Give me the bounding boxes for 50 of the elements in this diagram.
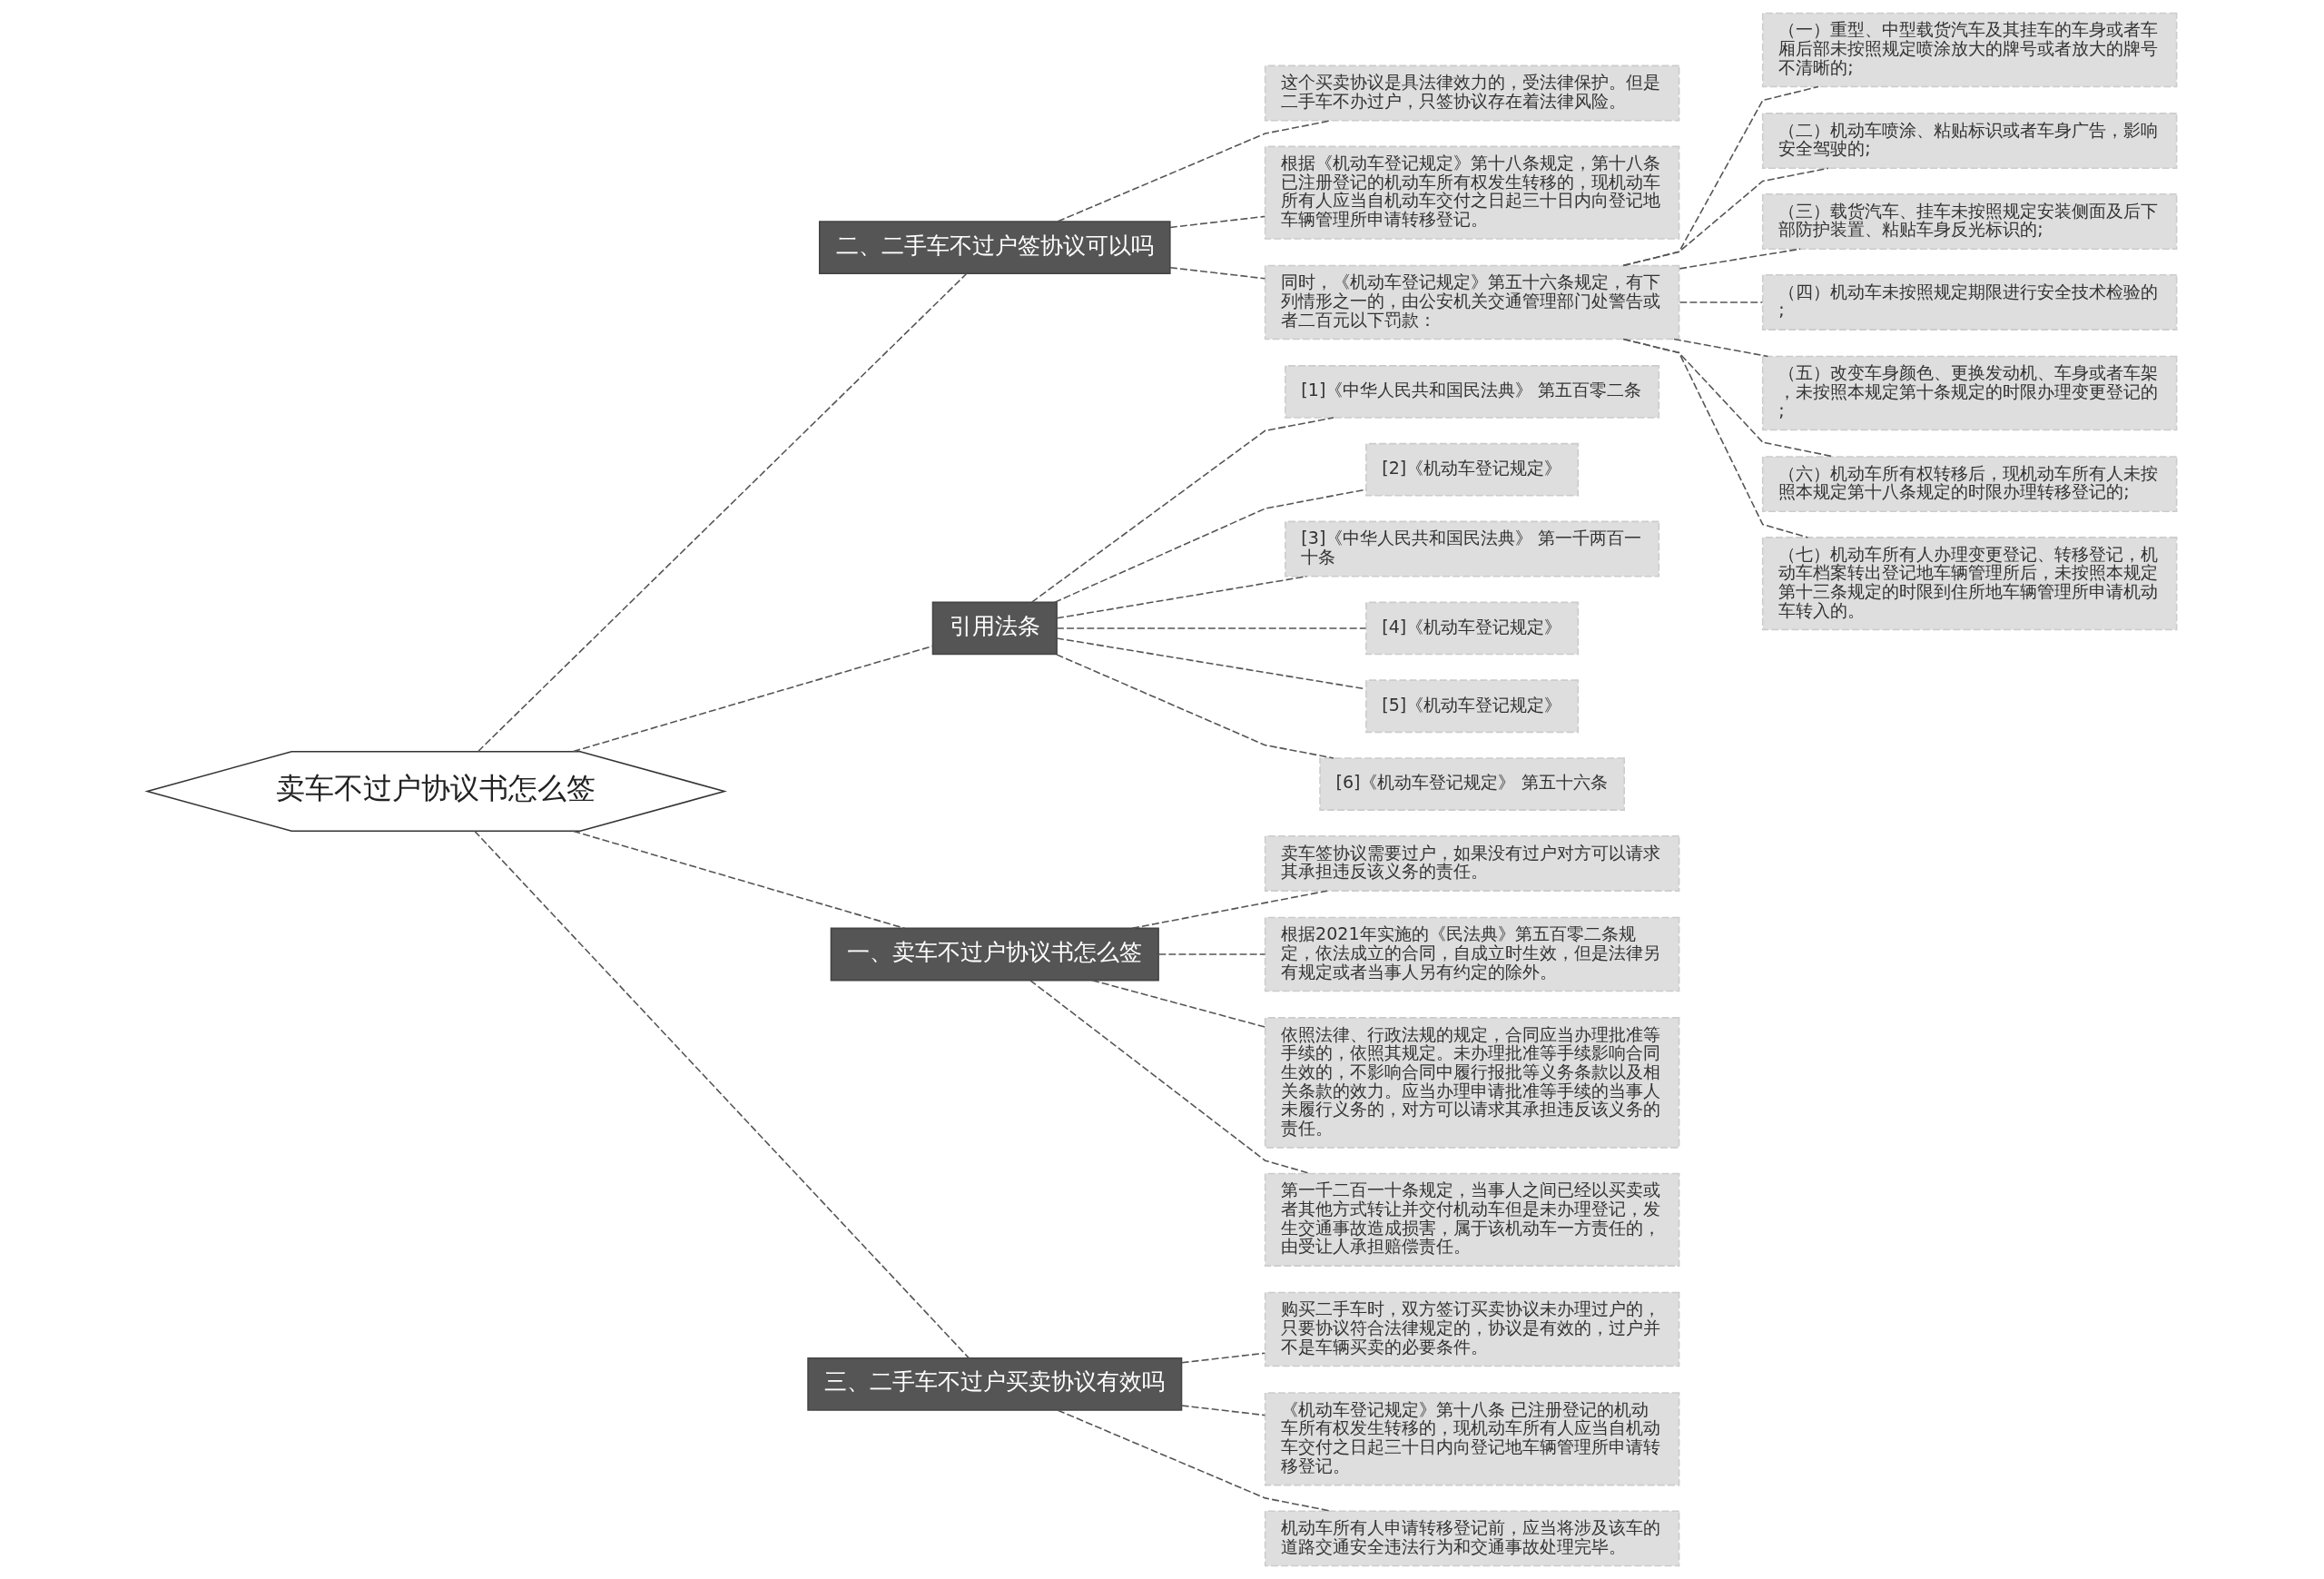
node-box: （一）重型、中型载货汽车及其挂车的车身或者车厢后部未按照规定喷涂放大的牌号或者放大的牌号不清晰的; xyxy=(1761,12,2178,88)
node-box: [1]《中华人民共和国民法典》 第五百零二条 xyxy=(1285,365,1660,419)
connector xyxy=(1131,890,1328,930)
node-box: [6]《机动车登记规定》 第五十六条 xyxy=(1319,757,1625,811)
node-box: 这个买卖协议是具法律效力的，受法律保护。但是二手车不办过户，只签协议存在着法律风险。 xyxy=(1264,64,1680,122)
connector xyxy=(1622,167,1829,267)
node-box: 依照法律、行政法规的规定，合同应当办理批准等手续的，依照其规定。未办理批准等手续影响合同生效的，不影响合同中履行报批等义务条款以及相关条款的效力。应当办理申请批准等手续的当事人未履行义务的，对方可以请求其承担违反该义务的责任。 xyxy=(1264,1017,1680,1149)
node-box: 《机动车登记规定》第十八条 已注册登记的机动车所有权发生转移的，现机动车所有人应当自机动车交付之日起三十日内向登记地车辆管理所申请转移登记。 xyxy=(1264,1392,1680,1486)
connector xyxy=(1091,979,1266,1028)
connector xyxy=(572,830,906,930)
node-box: 一、卖车不过户协议书怎么签 xyxy=(830,927,1159,982)
node-box: （七）机动车所有人办理变更登记、转移登记，机动车档案转出登记地车辆管理所后，未按照本规定第十三条规定的时限到住所地车辆管理所申请机动车转入的。 xyxy=(1761,537,2178,631)
connector xyxy=(474,830,970,1359)
node-box: 三、二手车不过户买卖协议有效吗 xyxy=(807,1357,1183,1411)
node-box: （五）改变车身颜色、更换发动机、车身或者车架，未按照本规定第十条规定的时限办理变更登记的; xyxy=(1761,355,2178,431)
connector xyxy=(1622,338,1809,538)
node-box: （四）机动车未按照规定期限进行安全技术检验的; xyxy=(1761,273,2178,331)
node-box: [3]《中华人民共和国民法典》 第一千两百一十条 xyxy=(1285,520,1660,577)
connector xyxy=(1157,953,1266,955)
node-box: （二）机动车喷涂、粘贴标识或者车身广告，影响安全驾驶的; xyxy=(1761,113,2178,169)
connector xyxy=(1056,627,1367,629)
connector xyxy=(477,273,968,753)
node-box: [4]《机动车登记规定》 xyxy=(1365,601,1580,656)
node-box: 购买二手车时，双方签订买卖协议未办理过户的，只要协议符合法律规定的，协议是有效的，过户并不是车辆买卖的必要条件。 xyxy=(1264,1291,1680,1367)
connector xyxy=(1057,120,1332,222)
connector xyxy=(1679,248,1801,270)
node-box: 引用法条 xyxy=(931,601,1058,656)
node-box: 根据《机动车登记规定》第十八条规定，第十八条已注册登记的机动车所有权发生转移的，现机动车所有人应当自机动车交付之日起三十日内向登记地车辆管理所申请转移登记。 xyxy=(1264,145,1680,240)
node-box: 第一千二百一十条规定，当事人之间已经以买卖或者其他方式转让并交付机动车但是未办理登记，发生交通事故造成损害，属于该机动车一方责任的，由受让人承担赔偿责任。 xyxy=(1264,1172,1680,1267)
node-box: 机动车所有人申请转移登记前，应当将涉及该车的道路交通安全违法行为和交通事故处理完毕。 xyxy=(1264,1510,1680,1567)
node-box: [2]《机动车登记规定》 xyxy=(1365,442,1580,497)
connector xyxy=(1180,1405,1266,1416)
connector xyxy=(1056,654,1334,759)
node-box: 二、二手车不过户签协议可以吗 xyxy=(818,221,1171,274)
node-box: [5]《机动车登记规定》 xyxy=(1365,679,1580,734)
connector xyxy=(1169,215,1266,229)
connector xyxy=(1056,576,1308,619)
connector xyxy=(1679,301,1764,303)
node-box: 根据2021年实施的《民法典》第五百零二条规定，依法成立的合同，自成立时生效，但是法律另有规定或者当事人另有约定的除外。 xyxy=(1264,916,1680,992)
connector xyxy=(1180,1352,1266,1364)
node-box: （六）机动车所有权转移后，现机动车所有人未按照本规定第十八条规定的时限办理转移登记的; xyxy=(1761,456,2178,513)
connector xyxy=(1169,266,1266,280)
node-box: 同时，《机动车登记规定》第五十六条规定，有下列情形之一的，由公安机关交通管理部门处警告或者二百元以下罚款： xyxy=(1264,264,1680,340)
connector xyxy=(1030,417,1334,603)
connector xyxy=(572,645,934,753)
connector xyxy=(1056,637,1367,690)
node-box: （三）载货汽车、挂车未按照规定安装侧面及后下部防护装置、粘贴车身反光标识的; xyxy=(1761,193,2178,250)
connector xyxy=(1057,1409,1332,1512)
node-box: 卖车签协议需要过户，如果没有过户对方可以请求其承担违反该义务的责任。 xyxy=(1264,834,1680,892)
connector xyxy=(1673,338,1769,358)
